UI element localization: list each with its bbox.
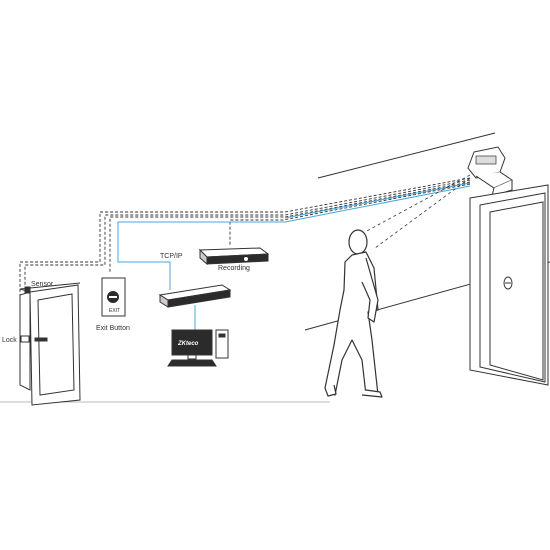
cable-bundle: [19, 177, 471, 340]
right-door: [469, 184, 549, 386]
cable-network: [117, 185, 471, 290]
cable-network-2: [284, 182, 471, 219]
cable-sensor: [19, 177, 471, 295]
camera: [467, 146, 514, 197]
recorder: [198, 247, 270, 266]
person-walking: [324, 229, 383, 398]
exit-plate-text: EXIT: [109, 308, 120, 314]
brand-logo: ZKteco: [177, 341, 199, 347]
lock-label: Lock: [2, 337, 17, 344]
computer: ZKteco: [167, 329, 229, 367]
door-handle: [34, 337, 48, 342]
exit-button: EXIT: [101, 277, 126, 317]
camera-field-of-view: [364, 174, 471, 249]
tcp-ip-label: TCP/IP: [160, 253, 183, 260]
network-switch: [158, 284, 232, 308]
sensor-device: [24, 286, 31, 294]
sensor-label: Sensor: [31, 281, 54, 288]
lock-device: [20, 335, 30, 343]
exit-button-label: Exit Button: [96, 325, 130, 332]
room-outline: [0, 132, 550, 403]
left-door: [19, 282, 81, 406]
cable-recorder: [229, 183, 471, 245]
recording-label: Recording: [218, 265, 250, 272]
keyboard: [167, 359, 217, 367]
cable-lock: [24, 179, 471, 340]
cable-exit-button: [109, 181, 471, 272]
ceiling-line: [317, 132, 496, 179]
